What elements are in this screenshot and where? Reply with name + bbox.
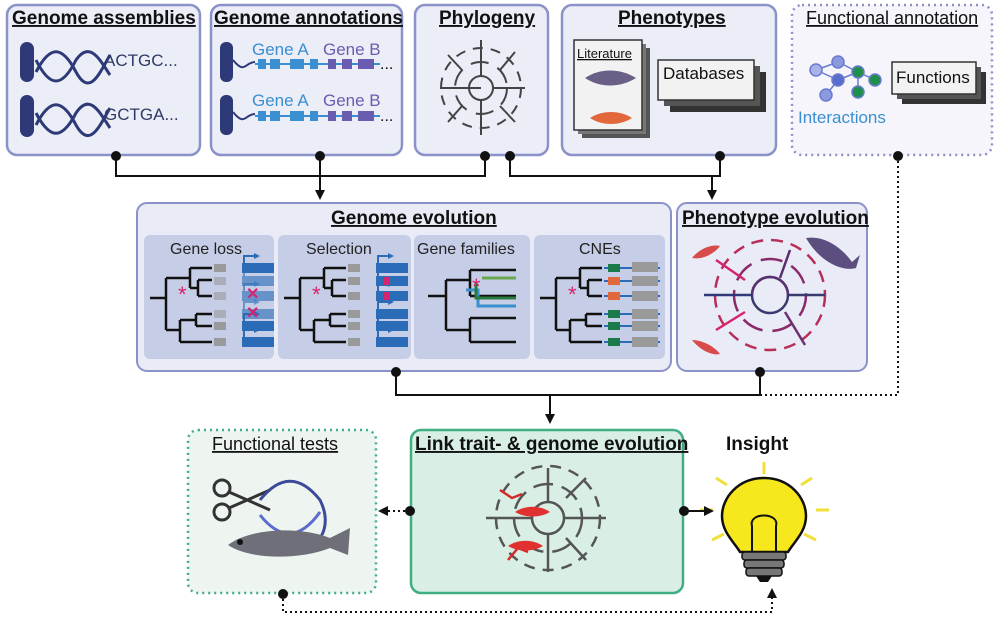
fish-icon	[515, 506, 550, 517]
gene-loss-label: Gene loss	[170, 241, 242, 258]
literature-stack-icon: Literature	[573, 39, 650, 138]
phenotypes-title: Phenotypes	[618, 8, 726, 29]
phenotype-evolution-box: Phenotype evolution	[676, 202, 869, 372]
lightbulb-icon	[700, 462, 829, 582]
gene-loss-panel: Gene loss * ✕ ✕	[144, 235, 275, 359]
sequence-2: GCTGA...	[104, 105, 179, 124]
connector-dots-middle	[391, 367, 765, 377]
asterisk-icon: *	[472, 274, 481, 299]
tree-icon	[150, 266, 212, 344]
gene-families-panel: Gene families *	[414, 235, 530, 359]
fish-icon	[508, 540, 543, 551]
functional-annotation-box: Functional annotation Interactions Funct…	[790, 3, 994, 157]
phenotypes-box: Phenotypes Literature Databases	[560, 3, 778, 157]
gene-b-label: Gene B	[323, 40, 381, 59]
gene-a-label: Gene A	[252, 40, 309, 59]
interactions-label: Interactions	[798, 108, 886, 127]
connector-dots-bottom	[278, 506, 689, 599]
circular-tree-icon	[440, 40, 525, 135]
sequence-1: ACTGC...	[104, 51, 178, 70]
connector-dots-top	[111, 151, 903, 161]
link-evolution-box: Link trait- & genome evolution	[409, 428, 688, 595]
ellipsis: ...	[380, 56, 393, 73]
phenotype-evolution-title: Phenotype evolution	[682, 208, 869, 229]
fish-icon	[590, 112, 632, 124]
selection-label: Selection	[306, 241, 372, 258]
chromosome-icon	[220, 95, 233, 135]
gene-families-label: Gene families	[417, 241, 515, 258]
fish-icon	[692, 245, 720, 259]
genome-annotations-title: Genome annotations	[214, 8, 403, 29]
chromosome-icon	[220, 42, 233, 82]
cnes-label: CNEs	[579, 241, 621, 258]
chromosome-icon	[20, 42, 34, 137]
cross-icon: ✕	[246, 305, 259, 322]
colored-circular-tree-icon	[704, 238, 827, 352]
phylogeny-title: Phylogeny	[439, 8, 536, 29]
databases-stack-icon: Databases	[657, 59, 766, 112]
duplication-lines	[466, 276, 516, 308]
gene-track-2: ...	[255, 108, 393, 125]
gene-track-1: ...	[255, 56, 393, 73]
circular-tree-icon	[486, 464, 606, 572]
databases-label: Databases	[663, 64, 744, 83]
functional-annotation-title: Functional annotation	[806, 8, 978, 28]
functions-label: Functions	[896, 68, 970, 87]
genome-evolution-title: Genome evolution	[331, 208, 497, 229]
tree-icon	[284, 266, 346, 344]
tree-icon	[428, 268, 516, 344]
tree-icon	[540, 266, 602, 344]
phylogeny-box: Phylogeny	[413, 3, 550, 157]
cross-icon: ✕	[246, 286, 259, 303]
genome-assemblies-box: Genome assemblies ACTGC... GCTGA...	[5, 3, 202, 157]
interaction-network-icon	[809, 55, 882, 102]
fish-icon	[585, 70, 636, 86]
selection-panel: Selection *	[278, 235, 411, 359]
functional-tests-box: Functional tests	[186, 428, 378, 595]
gene-a-label-2: Gene A	[252, 91, 309, 110]
gene-b-label-2: Gene B	[323, 91, 381, 110]
functions-stack-icon: Functions	[891, 61, 986, 104]
functional-tests-title: Functional tests	[212, 434, 338, 454]
asterisk-icon: *	[312, 282, 321, 307]
scissors-icon	[212, 478, 271, 522]
link-evolution-title: Link trait- & genome evolution	[415, 434, 688, 455]
fish-icon	[806, 237, 860, 269]
insight-box: Insight	[700, 434, 829, 582]
selection-marks	[347, 252, 409, 348]
cnes-panel: CNEs *	[534, 235, 665, 359]
fish-icon	[692, 340, 720, 355]
cne-tracks	[604, 262, 660, 347]
zebrafish-icon	[228, 528, 350, 557]
asterisk-icon: *	[178, 282, 187, 307]
literature-label: Literature	[577, 46, 632, 61]
genome-annotations-box: Genome annotations Gene A Gene B Gene A …	[209, 3, 404, 157]
insight-title: Insight	[726, 434, 789, 455]
genome-assemblies-title: Genome assemblies	[12, 8, 196, 29]
gene-loss-marks: ✕ ✕	[213, 252, 275, 348]
asterisk-icon: *	[568, 282, 577, 307]
ellipsis: ...	[380, 108, 393, 125]
dna-helix-icon	[34, 50, 112, 137]
connectors-middle	[395, 372, 761, 424]
